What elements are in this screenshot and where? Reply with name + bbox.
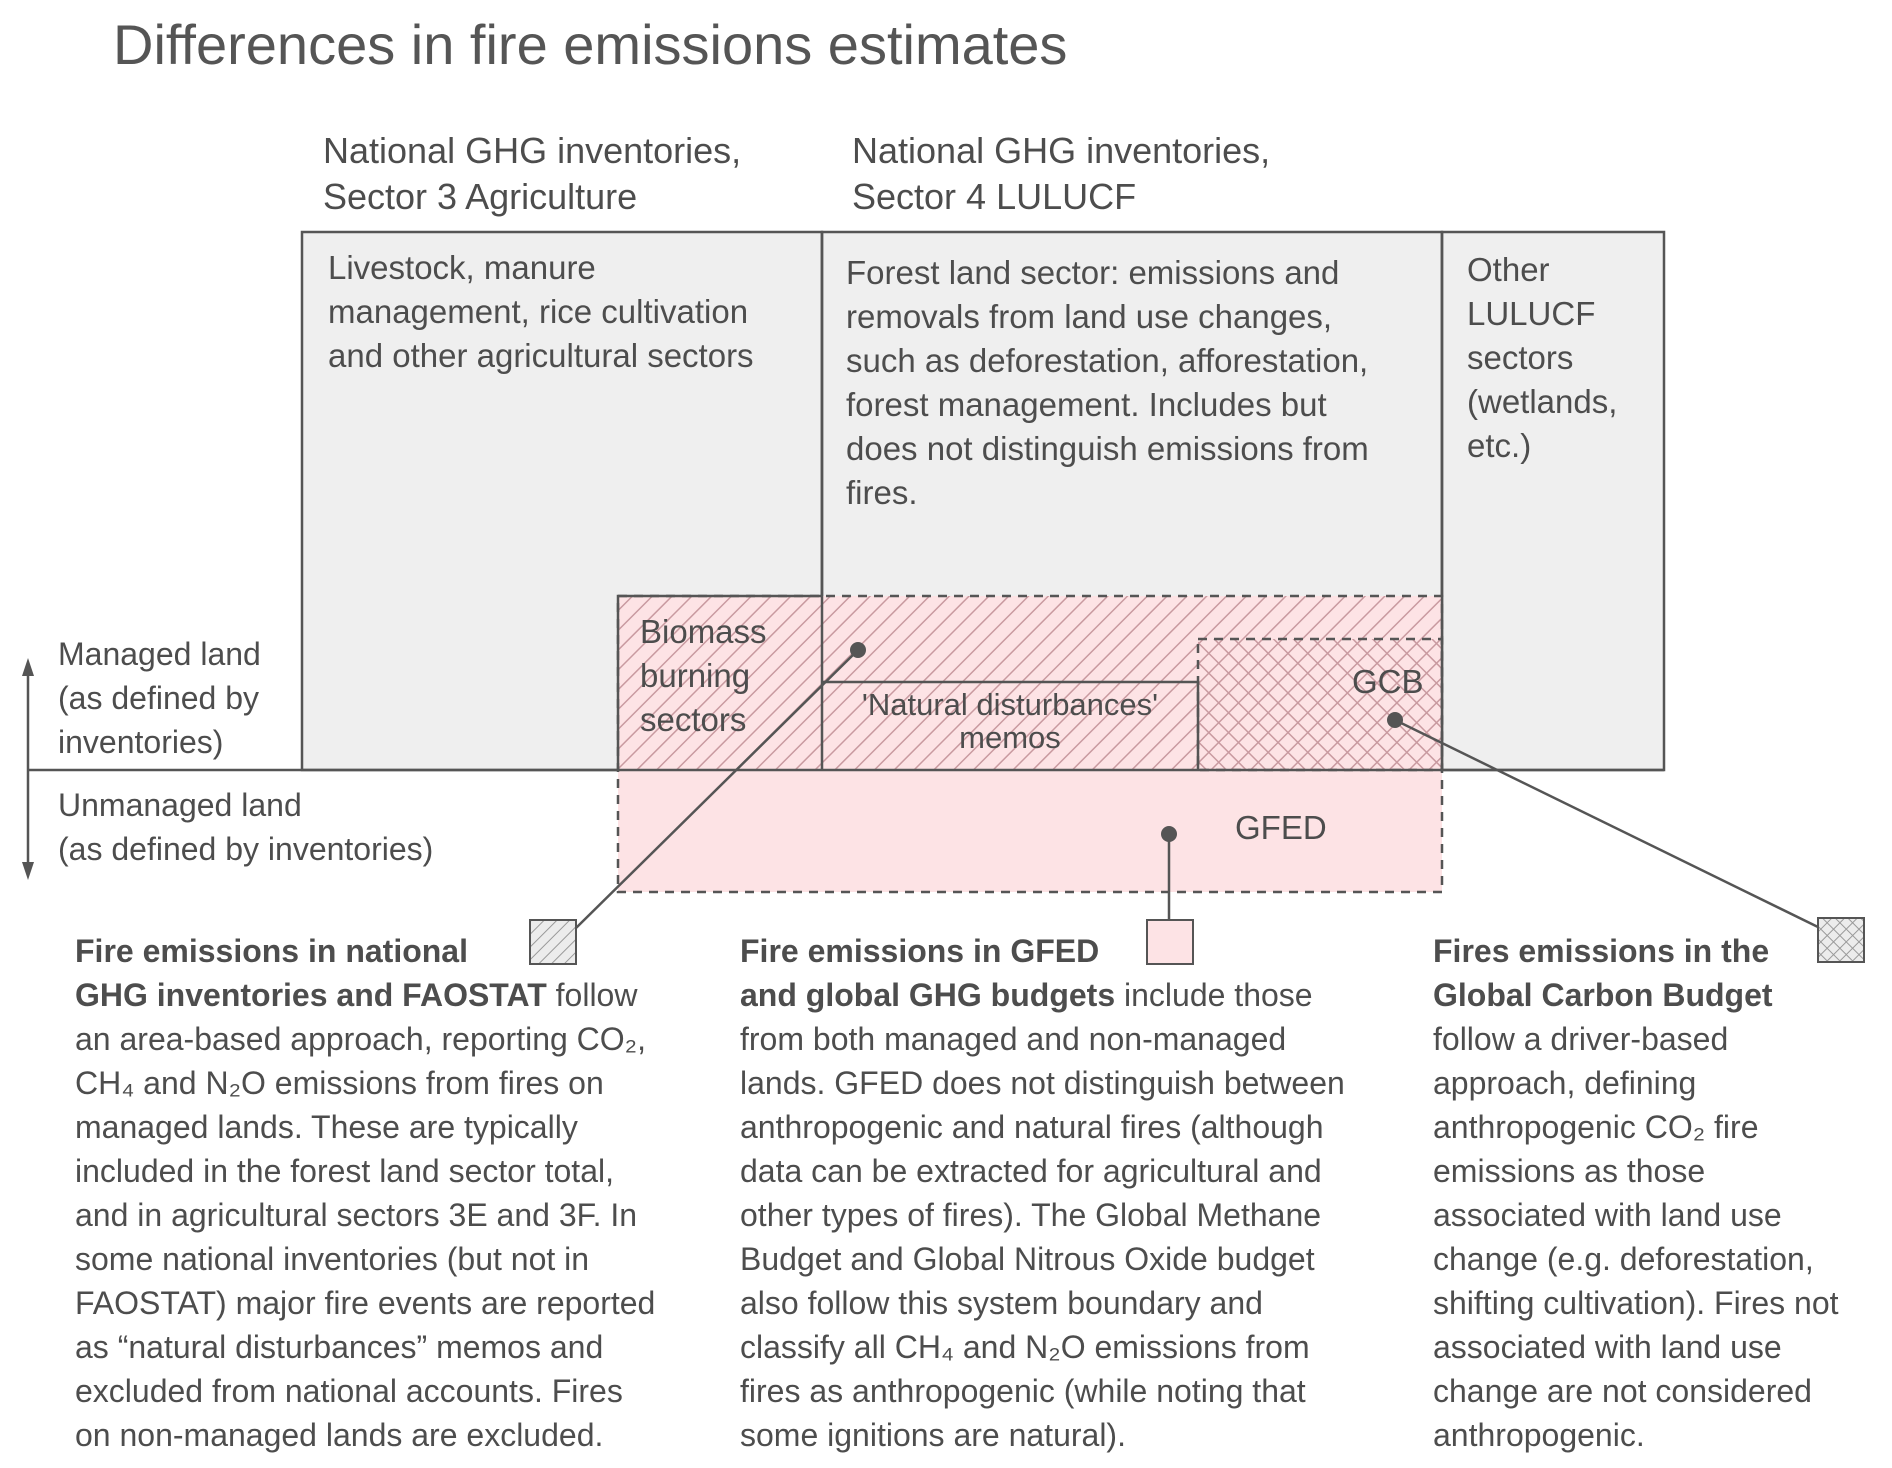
other-lulucf-box (1440, 230, 1666, 772)
agriculture-header-line: National GHG inventories, (323, 130, 742, 171)
forest-line: removals from land use changes, (846, 298, 1333, 335)
other-lulucf-line: LULUCF (1467, 295, 1596, 332)
gcb-line: follow a driver-based (1433, 1021, 1729, 1057)
livestock-line: Livestock, manure (328, 249, 596, 286)
gcb-line: anthropogenic. (1433, 1417, 1645, 1453)
gfed-swatch (1146, 919, 1194, 965)
managed-land-line: Managed land (58, 636, 261, 672)
gfed-heading: Fire emissions in GFED (740, 933, 1100, 969)
gcb-line: change are not considered (1433, 1373, 1812, 1409)
gcb-line: shifting cultivation). Fires not (1433, 1285, 1839, 1321)
gcb-paragraph: Fires emissions in the Global Carbon Bud… (1433, 929, 1839, 1457)
gfed-heading: and global GHG budgets (740, 977, 1116, 1013)
lulucf-header-line: National GHG inventories, (852, 130, 1271, 171)
forest-text: Forest land sector: emissions and remova… (846, 251, 1369, 515)
gcb-line: approach, defining (1433, 1065, 1697, 1101)
inventories-heading: Fire emissions in national (75, 933, 468, 969)
gfed-line: from both managed and non-managed (740, 1021, 1287, 1057)
inventories-line: some national inventories (but not in (75, 1241, 590, 1277)
inventories-line: included in the forest land sector total… (75, 1153, 614, 1189)
inventories-line: CH₄ and N₂O emissions from fires on (75, 1065, 604, 1101)
gcb-leader-dot (1387, 712, 1403, 728)
gcb-line: associated with land use (1433, 1329, 1782, 1365)
inventories-heading: GHG inventories and FAOSTAT (75, 977, 547, 1013)
page-title: Differences in fire emissions estimates (113, 13, 1068, 76)
managed-land-line: inventories) (58, 724, 224, 760)
other-lulucf-line: (wetlands, (1467, 383, 1618, 420)
biomass-line: Biomass (640, 613, 767, 650)
managed-land-label: Managed land (as defined by inventories) (58, 632, 261, 764)
inventories-line: on non-managed lands are excluded. (75, 1417, 604, 1453)
gfed-paragraph: Fire emissions in GFED and global GHG bu… (740, 929, 1345, 1457)
gcb-label: GCB (1352, 663, 1424, 700)
other-lulucf-text: Other LULUCF sectors (wetlands, etc.) (1467, 248, 1617, 468)
inventories-line: managed lands. These are typically (75, 1109, 578, 1145)
agriculture-header-line: Sector 3 Agriculture (323, 176, 638, 217)
inventories-line: excluded from national accounts. Fires (75, 1373, 623, 1409)
other-lulucf-line: Other (1467, 251, 1550, 288)
natural-disturbances-line: memos (959, 720, 1061, 755)
inventories-line: and in agricultural sectors 3E and 3F. I… (75, 1197, 638, 1233)
gfed-line: some ignitions are natural). (740, 1417, 1126, 1453)
gcb-line: change (e.g. deforestation, (1433, 1241, 1814, 1277)
unmanaged-land-line: Unmanaged land (58, 787, 302, 823)
livestock-text: Livestock, manure management, rice culti… (328, 246, 754, 378)
inventories-lead: follow (546, 977, 638, 1013)
natural-disturbances-line: 'Natural disturbances' (861, 687, 1159, 722)
other-lulucf-line: etc.) (1467, 427, 1532, 464)
forest-line: fires. (846, 474, 918, 511)
forest-line: forest management. Includes but (846, 386, 1327, 423)
gcb-line: emissions as those (1433, 1153, 1706, 1189)
arrow-up-icon (22, 658, 34, 676)
other-lulucf-line: sectors (1467, 339, 1574, 376)
gfed-lead: include those (1115, 977, 1313, 1013)
forest-line: such as deforestation, afforestation, (846, 342, 1369, 379)
biomass-line: burning (640, 657, 751, 694)
gfed-line: anthropogenic and natural fires (althoug… (740, 1109, 1324, 1145)
inventories-leader-line (575, 649, 859, 929)
gfed-leader-dot (1161, 826, 1177, 842)
gfed-line: data can be extracted for agricultural a… (740, 1153, 1322, 1189)
gcb-heading: Fires emissions in the (1433, 933, 1770, 969)
gcb-crosshatch (1198, 639, 1442, 770)
gfed-line: lands. GFED does not distinguish between (740, 1065, 1345, 1101)
lulucf-header: National GHG inventories, Sector 4 LULUC… (852, 128, 1270, 220)
gfed-label: GFED (1235, 809, 1327, 846)
gfed-line: also follow this system boundary and (740, 1285, 1263, 1321)
gcb-swatch-hatch-b (1817, 917, 1865, 963)
gfed-line: Budget and Global Nitrous Oxide budget (740, 1241, 1315, 1277)
inventories-line: as “natural disturbances” memos and (75, 1329, 604, 1365)
livestock-line: management, rice cultivation (328, 293, 749, 330)
arrow-down-icon (22, 862, 34, 880)
gfed-line: fires as anthropogenic (while noting tha… (740, 1373, 1306, 1409)
livestock-line: and other agricultural sectors (328, 337, 754, 374)
unmanaged-land-label: Unmanaged land (as defined by inventorie… (58, 783, 433, 871)
gcb-heading: Global Carbon Budget (1433, 977, 1773, 1013)
biomass-text: Biomass burning sectors (640, 610, 767, 742)
inventories-line: an area-based approach, reporting CO₂, (75, 1021, 646, 1057)
forest-line: does not distinguish emissions from (846, 430, 1369, 467)
inventories-paragraph: Fire emissions in national GHG inventori… (75, 929, 655, 1457)
lulucf-header-line: Sector 4 LULUCF (852, 176, 1137, 217)
biomass-outline (616, 594, 822, 770)
biomass-line: sectors (640, 701, 747, 738)
managed-land-line: (as defined by (58, 680, 260, 716)
natural-disturbances-outline (822, 680, 1200, 770)
inventories-line: FAOSTAT) major fire events are reported (75, 1285, 656, 1321)
forest-line: Forest land sector: emissions and (846, 254, 1340, 291)
natural-disturbances-text: 'Natural disturbances' memos (822, 688, 1198, 754)
inventories-leader-dot (850, 642, 866, 658)
gcb-line: associated with land use (1433, 1197, 1782, 1233)
gfed-line: other types of fires). The Global Methan… (740, 1197, 1322, 1233)
unmanaged-land-line: (as defined by inventories) (58, 831, 434, 867)
gcb-line: anthropogenic CO₂ fire (1433, 1109, 1759, 1145)
gcb-leader-line (1394, 718, 1821, 930)
gfed-line: classify all CH₄ and N₂O emissions from (740, 1329, 1310, 1365)
agriculture-header: National GHG inventories, Sector 3 Agric… (323, 128, 741, 220)
inventories-swatch-hatch (529, 919, 577, 965)
